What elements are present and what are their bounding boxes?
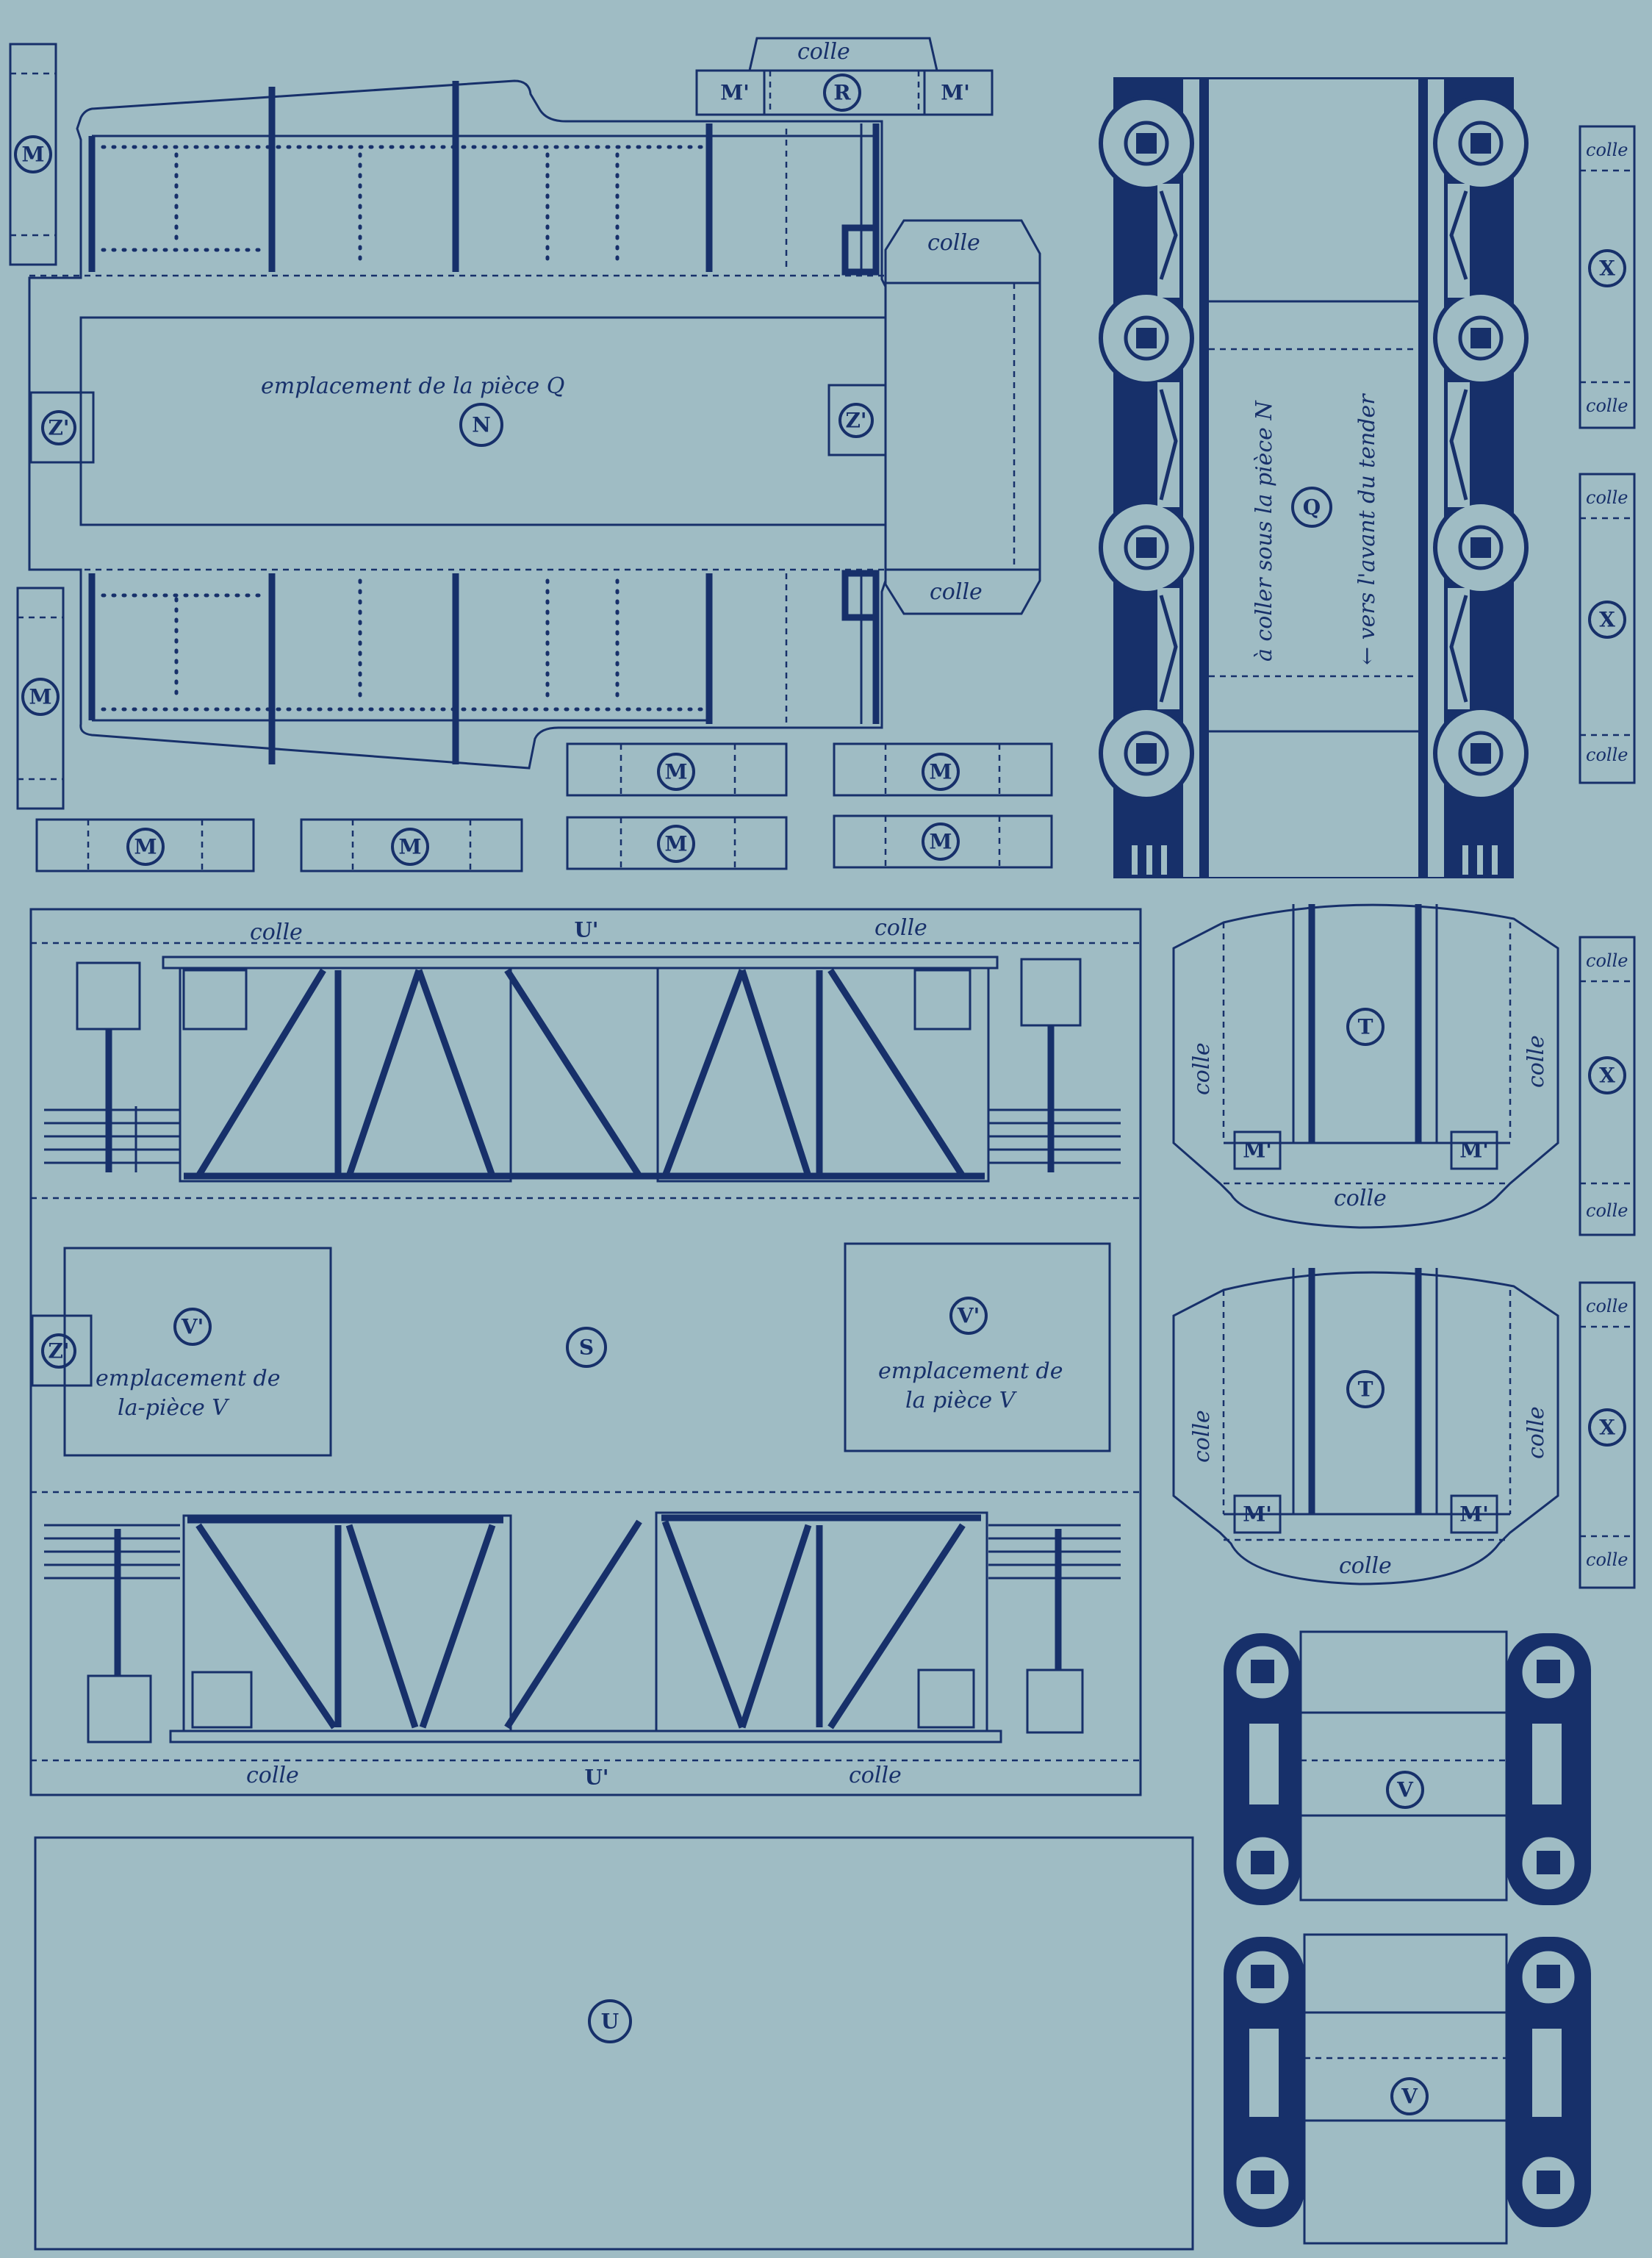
s-u-bottom: U' — [585, 1766, 609, 1790]
piece-n: Z' Z' emplacement de la pièce Q N colle … — [28, 79, 1041, 770]
s-u-top: U' — [575, 918, 599, 942]
t2-tab-left: M' — [1243, 1502, 1272, 1527]
m-tab-7-letter: M — [665, 832, 688, 856]
q-wheels-right — [1433, 96, 1529, 801]
m-tab-6-letter: M — [399, 835, 422, 859]
s-v-right-text-2: la pièce V — [905, 1388, 1018, 1413]
m-tab-8-letter: M — [930, 830, 952, 854]
t1-colle-bottom: colle — [1334, 1186, 1387, 1211]
t2-colle-left: colle — [1189, 1410, 1215, 1463]
x-tabs: colle colle X colle colle X colle colle … — [1579, 125, 1636, 1589]
s-colle-3: colle — [246, 1763, 299, 1788]
z-right-marker — [838, 403, 874, 438]
s-v-right-letter: V' — [957, 1304, 980, 1328]
piece-s: colle U' colle colle U' colle — [29, 908, 1142, 1796]
t2-tab-right: M' — [1459, 1502, 1489, 1527]
v1-letter: V — [1396, 1778, 1414, 1802]
piece-q: Q à coller sous la pièce N ← vers l'avan… — [1099, 77, 1529, 878]
bottom-truss — [44, 1511, 1121, 1743]
t1-letter: T — [1358, 1015, 1373, 1039]
m-tab-1-letter: M — [22, 143, 45, 167]
piece-v-2: V — [1224, 1933, 1591, 2245]
piece-s-marker — [566, 1327, 607, 1368]
piece-q-marker — [1291, 487, 1332, 528]
placement-text-q: emplacement de la pièce Q — [261, 373, 564, 399]
s-v-left-letter: V' — [181, 1315, 204, 1339]
q-note-2: ← vers l'avant du tender — [1354, 393, 1380, 665]
x4-letter: X — [1599, 1416, 1615, 1440]
q-note-1: à coller sous la pièce N — [1251, 400, 1277, 662]
piece-s-letter: S — [579, 1336, 594, 1360]
t2-letter: T — [1358, 1377, 1373, 1402]
t1-colle-left: colle — [1189, 1042, 1215, 1095]
piece-r: colle M' M' R — [695, 37, 994, 116]
t1-tab-left: M' — [1243, 1139, 1272, 1163]
piece-u: U — [34, 1836, 1194, 2251]
piece-v-1: V — [1224, 1630, 1591, 1905]
s-z-label: Z' — [48, 1339, 69, 1363]
piece-u-letter: U — [601, 2010, 619, 2034]
s-v-right-text-1: emplacement de — [878, 1358, 1063, 1384]
x2-letter: X — [1599, 608, 1615, 632]
piece-n-letter: N — [472, 413, 491, 437]
m-tabs: M M M M M M M M — [9, 43, 1053, 872]
x1-letter: X — [1599, 257, 1615, 281]
piece-n-marker — [459, 403, 503, 447]
m-tab-4-letter: M — [930, 760, 952, 784]
x3-letter: X — [1599, 1064, 1615, 1088]
x1-colle-bottom: colle — [1586, 395, 1628, 416]
n-colle-bottom: colle — [930, 579, 983, 605]
top-truss — [44, 956, 1121, 1183]
n-colle-top: colle — [927, 230, 980, 256]
r-colle: colle — [797, 39, 850, 65]
t2-colle-right: colle — [1523, 1406, 1549, 1459]
m-tab-3-letter: M — [665, 760, 688, 784]
x3-colle-top: colle — [1586, 950, 1628, 971]
piece-t-2: M' M' T colle colle colle — [1172, 1268, 1559, 1585]
piece-q-letter: Q — [1303, 495, 1321, 520]
x2-colle-bottom: colle — [1586, 745, 1628, 765]
m-tab-2-letter: M — [29, 685, 52, 709]
t1-tab-right: M' — [1459, 1139, 1489, 1163]
x1-colle-top: colle — [1586, 140, 1628, 160]
q-wheels-left — [1099, 96, 1194, 801]
x4-colle-top: colle — [1586, 1296, 1628, 1316]
x2-colle-top: colle — [1586, 487, 1628, 508]
s-colle-4: colle — [849, 1763, 902, 1788]
m-tab-5-letter: M — [134, 835, 157, 859]
r-tab-left: M' — [720, 81, 750, 105]
x4-colle-bottom: colle — [1586, 1549, 1628, 1570]
piece-u-marker — [588, 1999, 632, 2043]
s-colle-2: colle — [875, 915, 927, 941]
x3-colle-bottom: colle — [1586, 1200, 1628, 1221]
s-v-left-text-1: emplacement de — [96, 1366, 281, 1391]
z-left-marker — [41, 410, 76, 445]
z-right-label: Z' — [845, 409, 866, 433]
piece-r-marker — [823, 74, 861, 112]
r-tab-right: M' — [941, 81, 970, 105]
v2-letter: V — [1401, 2085, 1418, 2109]
t2-colle-bottom: colle — [1339, 1553, 1392, 1579]
z-left-label: Z' — [48, 416, 69, 440]
s-v-left-text-2: la-pièce V — [118, 1395, 230, 1421]
t1-colle-right: colle — [1523, 1035, 1549, 1088]
piece-t-1: M' M' T colle colle colle — [1172, 903, 1559, 1229]
s-colle-1: colle — [250, 920, 303, 945]
piece-r-letter: R — [833, 81, 851, 105]
